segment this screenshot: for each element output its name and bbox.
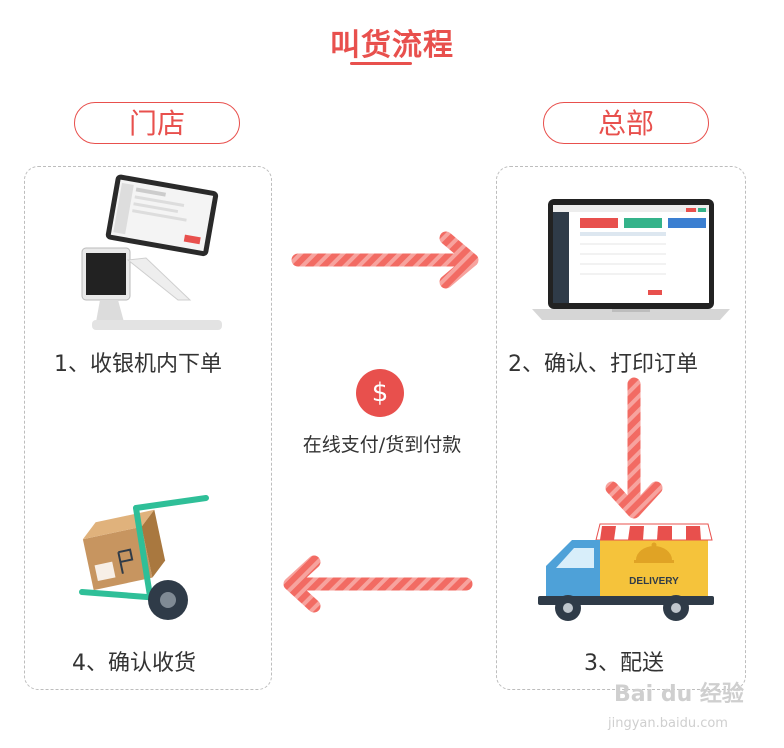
arrow-step2-to-step3 <box>605 377 663 519</box>
watermark-brand: Bai du 经验 <box>614 682 744 707</box>
dollar-icon: $ <box>356 369 404 417</box>
step4-label: 4、确认收货 <box>72 651 196 676</box>
store-panel <box>24 166 272 690</box>
payment-methods: 在线支付/货到付款 <box>302 434 462 456</box>
hq-panel <box>496 166 746 690</box>
arrow-step1-to-step2 <box>291 231 479 289</box>
step1-label: 1、收银机内下单 <box>54 352 222 377</box>
store-label: 门店 <box>74 102 240 144</box>
page-title: 叫货流程 <box>330 28 454 63</box>
hq-label: 总部 <box>543 102 709 144</box>
pos-terminal-icon <box>81 174 222 330</box>
delivery-truck-icon: DELIVERY <box>538 523 714 621</box>
hand-truck-icon <box>79 495 209 620</box>
title-underline <box>350 62 412 65</box>
arrow-step3-to-step4 <box>283 555 473 613</box>
step3-label: 3、配送 <box>584 651 664 676</box>
truck-text: DELIVERY <box>629 576 679 587</box>
watermark-url: jingyan.baidu.com <box>608 716 728 731</box>
step2-label: 2、确认、打印订单 <box>508 352 698 377</box>
laptop-icon <box>532 199 730 320</box>
